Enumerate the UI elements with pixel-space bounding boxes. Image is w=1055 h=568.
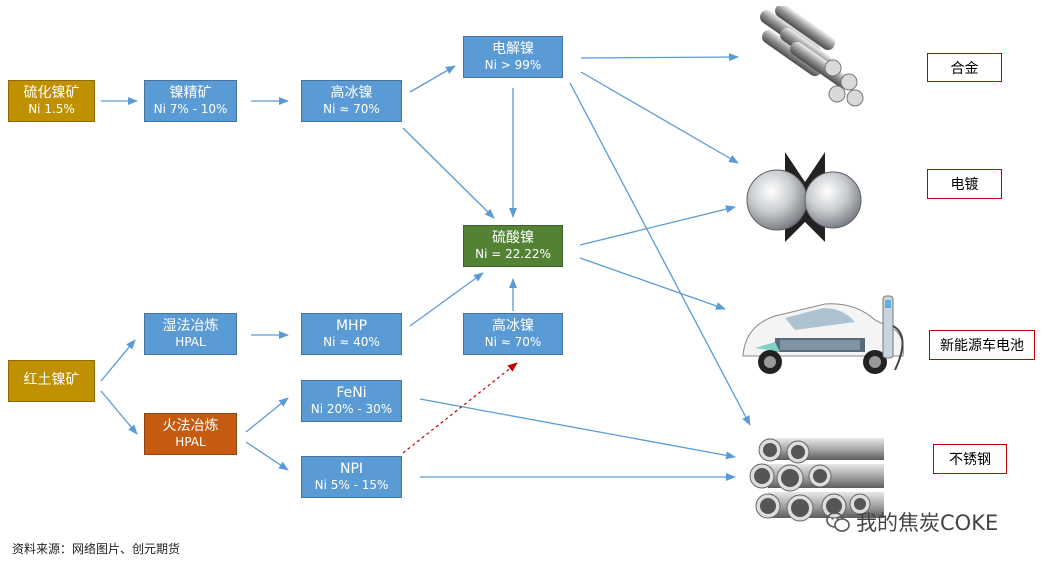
arrow-sulfate-to-battery bbox=[579, 257, 726, 310]
node-title: 硫酸镍 bbox=[492, 229, 534, 246]
ev-car-image bbox=[742, 295, 904, 374]
node-matte-top: 高冰镍 Ni ≈ 70% bbox=[301, 80, 402, 122]
arrow-pyro-to-feni bbox=[245, 397, 289, 433]
arrow-electrolytic-to-stainless bbox=[569, 82, 751, 426]
node-mhp: MHP Ni ≈ 40% bbox=[301, 313, 402, 355]
node-title: 电解镍 bbox=[492, 40, 534, 57]
watermark: 我的焦炭COKE bbox=[826, 507, 998, 537]
node-title: FeNi bbox=[336, 384, 367, 401]
node-matte-bottom: 高冰镍 Ni ≈ 70% bbox=[463, 313, 563, 355]
node-sub: Ni ≈ 70% bbox=[484, 335, 542, 350]
source-note: 资料来源：网络图片、创元期货 bbox=[12, 542, 181, 556]
app-label-ev-battery: 新能源车电池 bbox=[929, 330, 1035, 360]
arrow-pyro-to-npi bbox=[245, 441, 289, 471]
arrow-sulfate-to-plating bbox=[579, 205, 736, 246]
node-sub: Ni ≈ 70% bbox=[323, 102, 380, 117]
node-pyro: 火法冶炼 HPAL bbox=[144, 413, 237, 455]
arrow-mhp-to-sulfate bbox=[409, 272, 484, 327]
node-sub: Ni ≈ 40% bbox=[323, 335, 380, 350]
node-title: 高冰镍 bbox=[492, 317, 534, 334]
node-sub: HPAL bbox=[175, 435, 206, 450]
arrow-laterite-to-pyro bbox=[100, 390, 138, 435]
app-label-alloy: 合金 bbox=[927, 53, 1002, 82]
arrow-feni-to-stainless bbox=[419, 398, 736, 460]
arrow-npi-to-matte-dashed bbox=[402, 362, 518, 454]
arrow-electrolytic-to-alloy bbox=[580, 53, 739, 62]
node-sub: Ni 7% - 10% bbox=[153, 102, 228, 117]
node-title: 红土镍矿 bbox=[23, 372, 80, 389]
node-sub: Ni 5% - 15% bbox=[314, 478, 389, 493]
arrow-laterite-to-hydro bbox=[100, 339, 136, 382]
node-npi: NPI Ni 5% - 15% bbox=[301, 456, 402, 498]
node-feni: FeNi Ni 20% - 30% bbox=[301, 380, 402, 422]
stainless-pipes-image bbox=[749, 438, 884, 522]
node-sub: Ni 1.5% bbox=[28, 102, 75, 117]
node-title: NPI bbox=[339, 460, 364, 477]
app-label-stainless: 不锈钢 bbox=[933, 444, 1007, 474]
node-sub: Ni = 22.22% bbox=[475, 247, 551, 262]
wechat-icon bbox=[826, 512, 850, 532]
node-sub: Ni 20% - 30% bbox=[310, 402, 393, 417]
node-nickel-concentrate: 镍精矿 Ni 7% - 10% bbox=[144, 80, 237, 122]
arrow-matte-to-electrolytic bbox=[409, 65, 456, 93]
node-sub: HPAL bbox=[175, 335, 206, 350]
arrow-matte-to-sulfate bbox=[402, 127, 495, 219]
node-electrolytic: 电解镍 Ni > 99% bbox=[463, 36, 563, 78]
watermark-text: 我的焦炭COKE bbox=[856, 511, 999, 535]
node-title: 湿法冶炼 bbox=[162, 317, 219, 334]
alloy-rods-image bbox=[760, 6, 864, 107]
node-title: 高冰镍 bbox=[330, 84, 373, 101]
node-sulfate: 硫酸镍 Ni = 22.22% bbox=[463, 225, 563, 267]
node-sub: Ni > 99% bbox=[484, 58, 542, 73]
arrow-electrolytic-to-plating bbox=[580, 71, 739, 164]
node-title: 硫化镍矿 bbox=[23, 84, 80, 101]
node-title: 火法冶炼 bbox=[162, 417, 219, 434]
app-label-plating: 电镀 bbox=[927, 169, 1002, 199]
node-sulfide-ore: 硫化镍矿 Ni 1.5% bbox=[8, 80, 95, 122]
node-title: MHP bbox=[335, 317, 368, 334]
node-laterite: 红土镍矿 bbox=[8, 360, 95, 402]
node-title: 镍精矿 bbox=[169, 84, 212, 101]
node-hydro: 湿法冶炼 HPAL bbox=[144, 313, 237, 355]
plating-hinge-image bbox=[746, 152, 862, 242]
